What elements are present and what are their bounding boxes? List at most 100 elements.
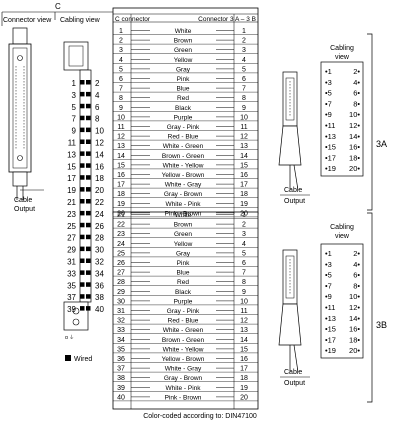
terminal-block-3a [320, 61, 364, 177]
pin-number-left: 31 [67, 258, 76, 267]
pin-number-left: 39 [67, 305, 76, 314]
wire-color: Gray - Brown [164, 375, 203, 382]
pin-number-left: 23 [67, 210, 76, 219]
pin-number-right: 12 [95, 139, 104, 148]
pin-wired-marker [86, 115, 91, 121]
terminal-pin-number: 14 [240, 337, 248, 344]
pin-wired-marker [86, 282, 91, 287]
terminal-label-right-3a: 18• [349, 153, 360, 162]
terminal-pin-number: 9 [242, 105, 246, 112]
wire-color: Pink - Brown [165, 394, 202, 401]
pin-number-left: 13 [67, 150, 76, 159]
pin-number-right: 32 [95, 258, 104, 267]
side-label-3a: 3A [376, 139, 387, 149]
c-pin-number: 26 [117, 260, 125, 267]
terminal-label-right-3b: 8• [353, 281, 360, 290]
terminal-pin-number: 3 [242, 47, 246, 54]
c-pin-number: 28 [117, 279, 125, 286]
terminal-label-left-3b: •17 [325, 335, 336, 344]
terminal-pin-number: 11 [240, 124, 247, 131]
c-pin-number: 29 [117, 289, 125, 296]
wire-color: White [175, 28, 192, 35]
terminal-label-left-3b: •1 [325, 249, 332, 258]
svg-text:ɑ ⏚: ɑ ⏚ [65, 334, 74, 341]
wire-color: Yellow - Brown [162, 172, 205, 179]
pin-wired-marker [86, 151, 91, 156]
terminal-label-right-3b: 4• [353, 260, 360, 269]
pin-wired-marker [86, 210, 91, 216]
pin-number-left: 9 [72, 127, 77, 136]
terminal-label-left-3b: •7 [325, 281, 332, 290]
pin-wired-marker [80, 222, 85, 228]
table-header-right: Connector 3 A – 3 B [198, 16, 256, 23]
c-pin-number: 31 [117, 308, 125, 315]
c-pin-number: 20 [117, 210, 125, 217]
terminal-label-right-3b: 16• [349, 325, 360, 334]
table-header-left: C connector [115, 16, 151, 23]
terminal-label-right-3b: 14• [349, 314, 360, 323]
terminal-label-left-3a: •3 [325, 78, 332, 87]
connector-letter: C [55, 2, 61, 11]
terminal-label-left-3a: •9 [325, 110, 332, 119]
terminal-label-left-3b: •15 [325, 325, 336, 334]
pin-number-right: 38 [95, 293, 104, 302]
wire-color: White [175, 212, 192, 219]
pin-wired-marker [86, 222, 91, 228]
c-pin-number: 32 [117, 318, 125, 325]
terminal-pin-number: 9 [242, 289, 246, 296]
pin-wired-marker [86, 294, 91, 299]
c-pin-number: 38 [117, 375, 125, 382]
terminal-pin-number: 19 [240, 385, 248, 392]
pin-wired-marker [80, 151, 85, 156]
output-label-3a: Output [284, 198, 305, 205]
terminal-label-right-3a: 10• [349, 110, 360, 119]
wire-color: Red [177, 279, 189, 286]
pin-wired-marker [86, 246, 91, 252]
pin-wired-marker [86, 187, 91, 192]
c-pin-number: 24 [117, 241, 125, 248]
wire-color: Gray [176, 66, 191, 73]
terminal-label-right-3b: 6• [353, 271, 360, 280]
pin-number-left: 37 [67, 293, 76, 302]
terminal-label-left-3a: •11 [325, 121, 335, 130]
terminal-pin-number: 7 [242, 270, 246, 277]
wire-color: Yellow [174, 57, 193, 64]
terminal-pin-number: 11 [240, 308, 247, 315]
wire-color: White - Green [163, 327, 204, 334]
wire-color: Gray - Pink [167, 308, 200, 315]
pin-number-right: 34 [95, 269, 104, 278]
pin-number-right: 18 [95, 174, 104, 183]
pin-wired-marker [80, 282, 85, 287]
c-pin-number: 39 [117, 385, 125, 392]
bracket-3a [367, 33, 373, 211]
terminal-pin-number: 1 [242, 28, 246, 35]
terminal-pin-number: 6 [242, 260, 246, 267]
pin-number-left: 7 [72, 115, 77, 124]
terminal-pin-number: 16 [240, 172, 248, 179]
terminal-label-left-3b: •19 [325, 346, 336, 355]
pin-wired-marker [86, 234, 91, 240]
terminal-label-right-3b: 10• [349, 292, 360, 301]
wired-legend-swatch [65, 355, 71, 361]
cable-label-left: Cable [14, 197, 32, 204]
c-pin-number: 9 [119, 105, 123, 112]
wire-color: Purple [174, 298, 193, 305]
wire-color: Gray - Pink [167, 124, 200, 131]
pin-wired-marker [86, 127, 91, 133]
pin-wired-marker [80, 246, 85, 252]
pin-wired-marker [80, 163, 85, 168]
terminal-label-right-3a: 20• [349, 164, 360, 173]
wire-color: Brown [174, 38, 193, 45]
pin-wired-marker [80, 187, 85, 192]
terminal-pin-number: 12 [240, 318, 248, 325]
terminal-pin-number: 4 [242, 241, 246, 248]
pin-wired-marker [86, 175, 91, 180]
pin-wired-marker [80, 80, 85, 85]
c-pin-number: 12 [117, 134, 125, 141]
pin-wired-marker [80, 115, 85, 121]
terminal-block-3b [320, 243, 364, 359]
connector-side-view-icon [8, 27, 44, 200]
terminal-pin-number: 2 [242, 222, 246, 229]
c-pin-number: 5 [119, 66, 123, 73]
